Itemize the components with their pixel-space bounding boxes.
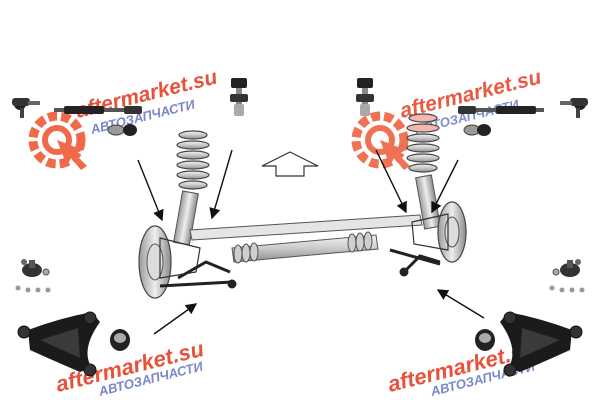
ball-joint-kit-right [549, 259, 585, 293]
pointer-arrows [137, 149, 485, 335]
tie-rod-right [458, 98, 588, 136]
arrow-to-arm-right [436, 289, 485, 319]
control-arm-left [17, 311, 100, 377]
control-arm-right [500, 311, 583, 377]
stabilizer-link-right [356, 78, 374, 116]
ball-joint-kit-left [15, 259, 51, 293]
lower-arm-assembly-left [159, 260, 237, 289]
bushing-right [475, 329, 495, 351]
arrow-to-spring-right [431, 159, 459, 214]
tie-rod-left [12, 98, 142, 136]
shock-absorber-right [415, 174, 441, 230]
lower-arm-assembly-right [389, 248, 441, 277]
coil-spring-right [406, 113, 440, 173]
arrow-to-spring-left [137, 159, 164, 222]
coil-spring-left [176, 130, 210, 190]
arrow-to-arm-left [153, 303, 198, 335]
forward-direction-arrow-icon [261, 151, 319, 177]
brake-disc-right [411, 201, 467, 263]
watermark-top-right: aftermarket.su АВТОЗАПЧАСТИ [351, 65, 544, 170]
steering-rack [189, 214, 423, 264]
bushing-left [110, 329, 130, 351]
stabilizer-link-left [230, 78, 248, 116]
logo-gear-icon [351, 111, 410, 170]
brake-disc-left [138, 225, 201, 299]
arrow-to-link-right [375, 149, 407, 214]
arrow-to-link-left [209, 149, 233, 220]
logo-gear-icon [28, 111, 87, 170]
